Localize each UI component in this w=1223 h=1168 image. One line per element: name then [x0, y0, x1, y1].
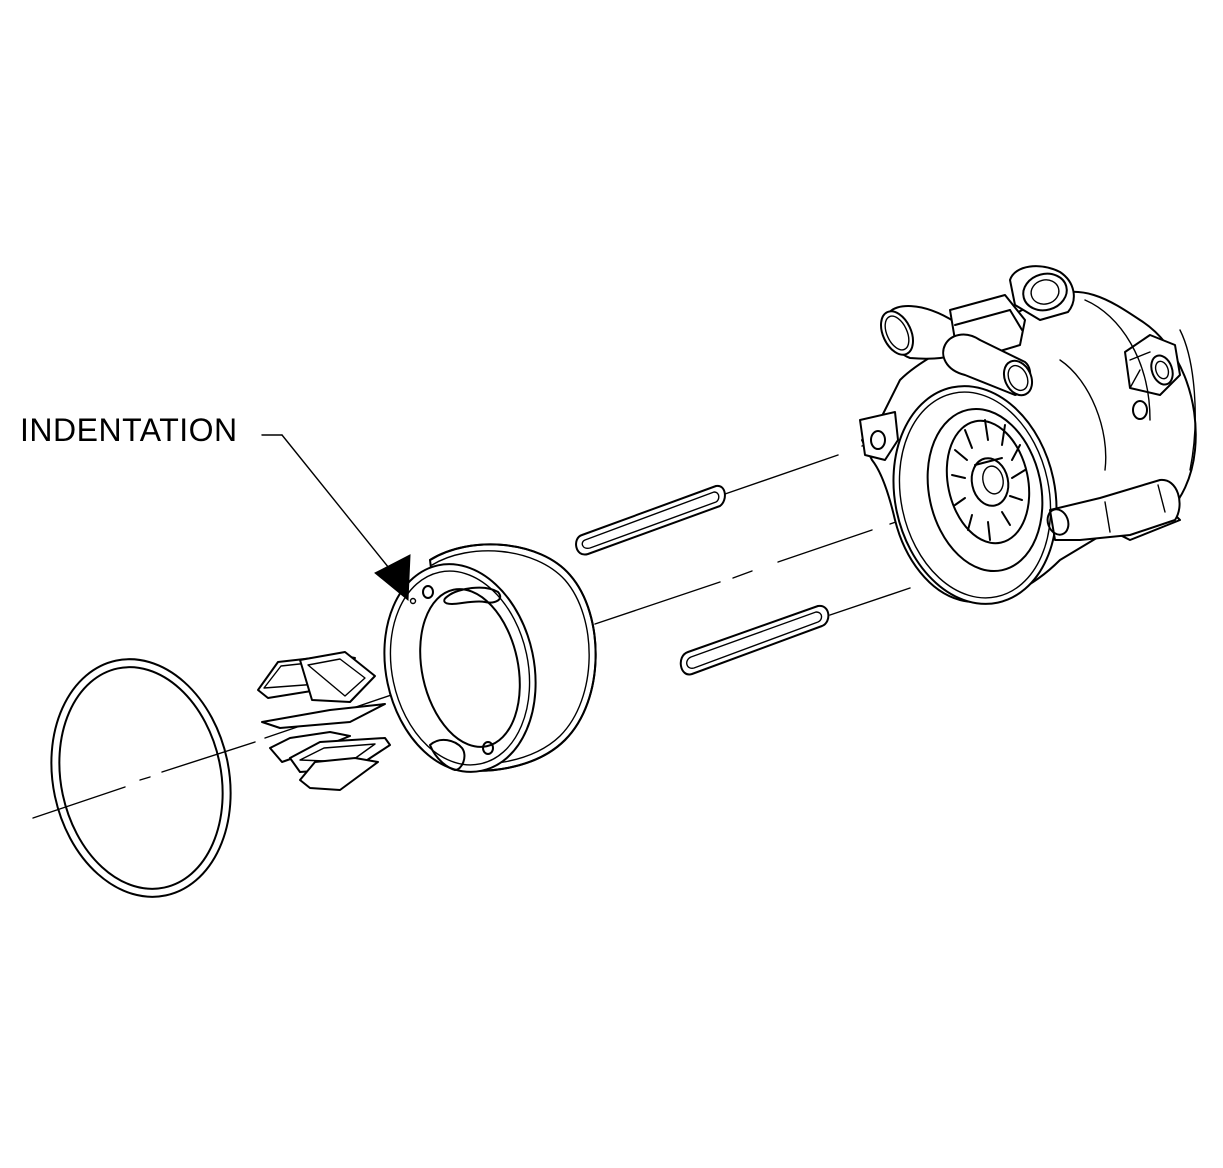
indentation-label: INDENTATION: [20, 412, 238, 448]
o-ring-seal: [50, 658, 232, 898]
dowel-pin-lower: [679, 604, 830, 676]
dowel-pin-upper: [575, 484, 726, 556]
pump-vanes: [257, 651, 391, 791]
indentation-callout-leader: [261, 434, 411, 602]
cam-ring: [383, 543, 597, 773]
indentation-mark: [409, 597, 417, 605]
callout-arrowhead: [374, 554, 411, 602]
rotor-slots: [951, 419, 1026, 541]
pump-housing: [859, 265, 1197, 605]
